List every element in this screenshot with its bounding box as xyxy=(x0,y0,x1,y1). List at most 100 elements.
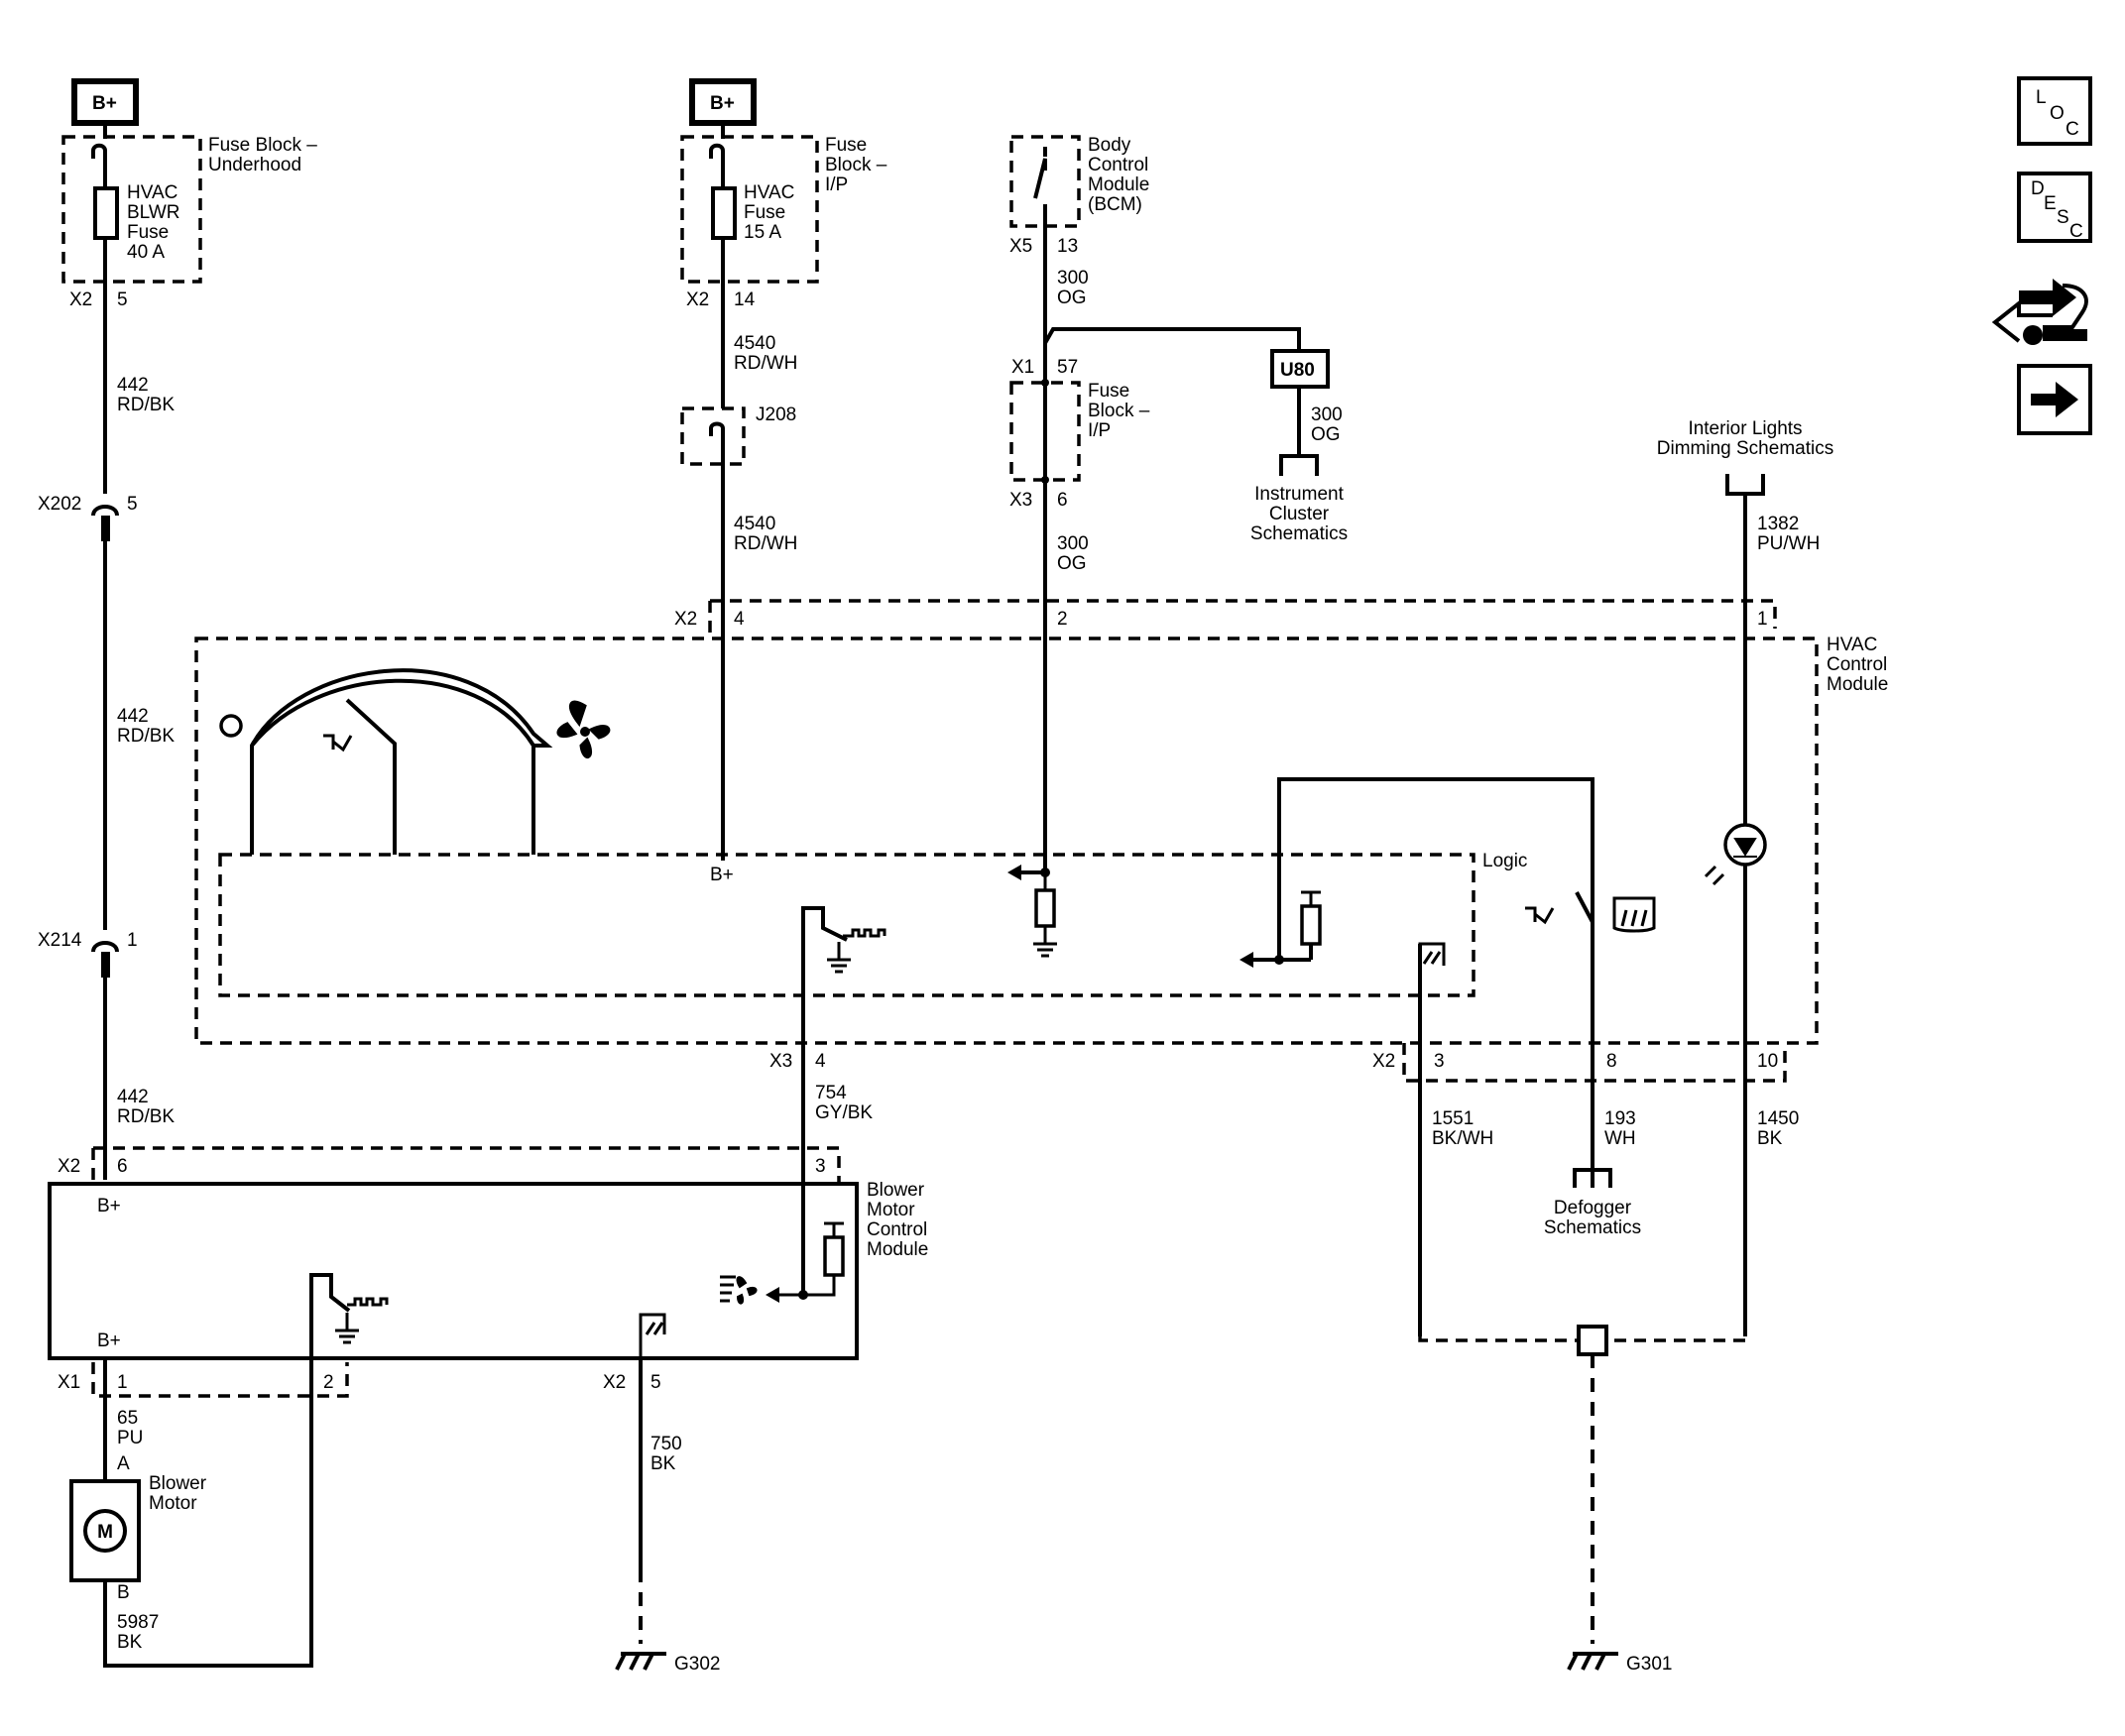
svg-text:1551: 1551 xyxy=(1432,1108,1474,1129)
nav-desc-letter: C xyxy=(2069,221,2083,242)
wire-65-label: 65 PU xyxy=(117,1408,143,1448)
resistor-icon xyxy=(1300,904,1322,946)
low-side-driver-icon xyxy=(309,1273,351,1358)
blower-motor-label: Blower Motor xyxy=(149,1473,207,1514)
wire-442-label: 442 RD/BK xyxy=(117,375,175,415)
svg-text:PU: PU xyxy=(117,1428,143,1448)
pin-label: 2 xyxy=(323,1372,334,1393)
nav-loc-button[interactable]: L O C xyxy=(2017,76,2092,146)
wire-1382-label: 1382 PU/WH xyxy=(1757,514,1820,554)
pin-label: 5 xyxy=(117,289,128,310)
bmcm-x2-connector xyxy=(91,1146,841,1182)
svg-text:HVAC: HVAC xyxy=(127,182,177,203)
pin-label: 14 xyxy=(734,289,756,310)
rear-defog-icon xyxy=(1612,896,1656,933)
svg-text:65: 65 xyxy=(117,1408,138,1429)
svg-text:442: 442 xyxy=(117,375,149,396)
svg-text:OG: OG xyxy=(1057,288,1087,308)
pin-label: 1 xyxy=(127,930,138,951)
connector-label: X2 xyxy=(686,289,709,310)
interior-lights-dimming-schematics-link[interactable]: Interior Lights Dimming Schematics xyxy=(1657,418,1833,459)
wire-4540-label: 4540 RD/WH xyxy=(734,333,797,374)
svg-text:Fuse: Fuse xyxy=(825,135,867,156)
pin-label: 6 xyxy=(117,1156,128,1177)
connector-label: X2 xyxy=(69,289,92,310)
svg-text:Module: Module xyxy=(1088,174,1149,195)
defogger-schematics-link[interactable]: Defogger Schematics xyxy=(1544,1198,1641,1238)
u80-option-box: U80 xyxy=(1270,349,1330,389)
svg-text:300: 300 xyxy=(1057,268,1089,289)
svg-text:(BCM): (BCM) xyxy=(1088,194,1142,215)
connector-end-view-icon[interactable] xyxy=(1991,279,2088,345)
wire-300-branch xyxy=(1043,327,1301,351)
svg-text:4540: 4540 xyxy=(734,333,775,354)
pin-label: 4 xyxy=(734,609,745,630)
nav-desc-button[interactable]: D E S C xyxy=(2017,172,2092,243)
wire-300-label: 300 OG xyxy=(1057,533,1089,574)
connector-label: X1 xyxy=(1011,357,1034,378)
svg-text:1450: 1450 xyxy=(1757,1108,1799,1129)
svg-text:HVAC: HVAC xyxy=(1827,635,1877,655)
svg-text:Control: Control xyxy=(867,1219,927,1240)
hvac-fuse-label: HVAC Fuse 15 A xyxy=(744,182,794,243)
svg-text:Block –: Block – xyxy=(825,155,887,175)
svg-text:GY/BK: GY/BK xyxy=(815,1102,873,1123)
pin-label: 5 xyxy=(650,1372,661,1393)
svg-text:I/P: I/P xyxy=(825,174,848,195)
ground-g301-label: G301 xyxy=(1626,1654,1672,1675)
svg-text:Block –: Block – xyxy=(1088,401,1150,421)
splice-j208-label: J208 xyxy=(756,405,796,425)
defogger-feedback-line xyxy=(1277,777,1594,960)
svg-text:Fuse: Fuse xyxy=(1088,381,1129,402)
svg-text:300: 300 xyxy=(1311,405,1343,425)
pin-label: 57 xyxy=(1057,357,1078,378)
pin-label: 2 xyxy=(1057,609,1068,630)
splice-j208-outline xyxy=(680,406,746,466)
connector-label: X214 xyxy=(38,930,82,951)
svg-text:Module: Module xyxy=(867,1239,928,1260)
svg-text:BK: BK xyxy=(1757,1128,1783,1149)
defogger-switch xyxy=(1575,891,1594,923)
svg-text:RD/WH: RD/WH xyxy=(734,533,797,554)
nav-desc-letter: S xyxy=(2057,207,2069,228)
hvac-control-module-label: HVAC Control Module xyxy=(1827,635,1888,695)
bmcm-x1-connector xyxy=(91,1362,349,1398)
wire-442-label: 442 RD/BK xyxy=(117,706,175,747)
logic-block-outline xyxy=(218,853,1476,997)
blower-motor-control-module-label: Blower Motor Control Module xyxy=(867,1180,928,1260)
svg-text:RD/BK: RD/BK xyxy=(117,395,175,415)
pin-label: 8 xyxy=(1606,1051,1617,1072)
instrument-cluster-schematics-link[interactable]: Instrument Cluster Schematics xyxy=(1250,484,1348,544)
svg-text:Schematics: Schematics xyxy=(1544,1217,1641,1238)
svg-text:4540: 4540 xyxy=(734,514,775,534)
pin-label: 3 xyxy=(815,1156,826,1177)
svg-text:Motor: Motor xyxy=(867,1200,915,1220)
svg-text:RD/WH: RD/WH xyxy=(734,353,797,374)
svg-text:1382: 1382 xyxy=(1757,514,1799,534)
ground-icon xyxy=(335,1313,359,1344)
variable-resistor-icon xyxy=(1525,906,1555,925)
terminal-b-label: B xyxy=(117,1582,130,1603)
wire-5987 xyxy=(103,1358,313,1668)
svg-text:OG: OG xyxy=(1311,424,1341,445)
nav-loc-letter: C xyxy=(2066,119,2079,140)
bcm-switch-icon xyxy=(1033,147,1047,226)
svg-text:Motor: Motor xyxy=(149,1493,197,1514)
logic-label: Logic xyxy=(1482,851,1527,871)
svg-text:WH: WH xyxy=(1604,1128,1636,1149)
ground-g301-icon xyxy=(1567,1652,1618,1671)
bplus-terminal-left: B+ xyxy=(71,78,139,126)
svg-text:BK: BK xyxy=(650,1453,676,1474)
svg-text:Control: Control xyxy=(1088,155,1148,175)
hvac-blwr-fuse-icon xyxy=(93,186,119,240)
bplus-internal-label: B+ xyxy=(97,1331,121,1351)
wire-754-label: 754 GY/BK xyxy=(815,1083,873,1123)
pin-label: 1 xyxy=(1757,609,1768,630)
svg-text:40 A: 40 A xyxy=(127,242,165,263)
next-arrow-button[interactable] xyxy=(2017,364,2092,435)
wire-193-label: 193 WH xyxy=(1604,1108,1636,1149)
pin-label: 3 xyxy=(1434,1051,1445,1072)
wire-4540-label: 4540 RD/WH xyxy=(734,514,797,554)
ref-connector-icon xyxy=(1725,474,1765,496)
svg-text:Instrument: Instrument xyxy=(1254,484,1344,505)
